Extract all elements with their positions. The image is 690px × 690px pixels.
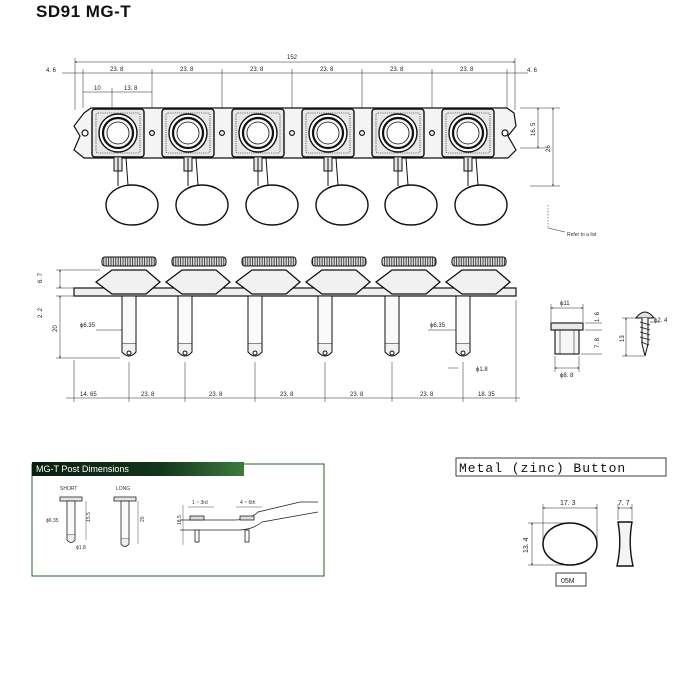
button-thickness-label: 7. 7 xyxy=(618,500,630,507)
spacing-label: 23. 8 xyxy=(320,67,334,73)
side-dimensions xyxy=(56,269,520,402)
bushing-top-label: ϕ11 xyxy=(560,301,570,307)
bottom-spacing-label: 23. 8 xyxy=(141,392,155,398)
long-label: LONG xyxy=(116,486,130,492)
bushing-h1-label: 1. 6 xyxy=(595,311,601,322)
tuner-housing xyxy=(301,108,355,172)
tuner-button xyxy=(384,184,438,226)
side-height-label: 18.5 xyxy=(177,515,183,525)
screw-labels: ϕ2. 4 13 xyxy=(620,318,668,342)
side-h3-label: 20 xyxy=(53,325,59,332)
refer-note: Refer to a list xyxy=(567,232,597,238)
side-h2-label: 2. 2 xyxy=(38,307,44,318)
bottom-spacing-label: 23. 8 xyxy=(420,392,434,398)
spacing-label: 23. 8 xyxy=(390,67,404,73)
tuner-buttons xyxy=(105,157,508,226)
page-title: SD91 MG-T xyxy=(36,2,132,21)
bottom-left-label: 14. 65 xyxy=(80,392,97,398)
tuner-housing xyxy=(371,108,425,172)
hole-label: ϕ1.8 xyxy=(476,367,488,373)
tuner-button xyxy=(315,184,369,226)
post-right-label: ϕ6.35 xyxy=(430,323,446,329)
side-tuner xyxy=(164,256,231,357)
tuner-button xyxy=(105,184,159,226)
headstock-profile xyxy=(180,501,319,545)
side-tuner xyxy=(234,256,301,357)
button-height-label: 13. 4 xyxy=(523,537,530,553)
sub-right-label: 13. 8 xyxy=(124,86,138,92)
edge-left-label: 4. 6 xyxy=(46,68,57,74)
edge-right-label: 4. 6 xyxy=(527,68,538,74)
short-height-label: 15.5 xyxy=(86,512,92,522)
side-tuner xyxy=(444,256,511,357)
side-view xyxy=(73,256,517,357)
metal-button-side xyxy=(616,504,634,567)
spacing-label: 23. 8 xyxy=(110,67,124,73)
bottom-spacing-label: 23. 8 xyxy=(209,392,223,398)
bushing-drawing xyxy=(550,304,602,372)
bushing-labels: ϕ11 1. 6 7. 8 ϕ8. 8 xyxy=(560,301,601,379)
overall-width-label: 152 xyxy=(287,55,298,61)
pos2-label: 4 ~ 6th xyxy=(240,500,256,506)
spacing-label: 23. 8 xyxy=(180,67,194,73)
tuner-button xyxy=(454,184,508,226)
screw-drawing xyxy=(622,311,660,357)
side-tuner xyxy=(374,256,441,357)
tuner-housing xyxy=(91,108,145,172)
long-height-label: 20 xyxy=(140,516,146,522)
tuner-button xyxy=(175,184,229,226)
pos1-label: 1 ~ 3rd xyxy=(192,500,208,506)
height-a-label: 16. 5 xyxy=(531,122,537,136)
bottom-spacing-label: 23. 8 xyxy=(280,392,294,398)
metal-button-section: Metal (zinc) Button 17. 3 7. 7 13. 4 05M xyxy=(455,457,667,587)
button-width-label: 17. 3 xyxy=(560,500,576,507)
bottom-spacing-label: 23. 8 xyxy=(350,392,364,398)
mg-post-panel: MG-T Post Dimensions SHORT LONG ϕ6.35 15… xyxy=(31,462,325,577)
spacing-label: 23. 8 xyxy=(250,67,264,73)
tuner-button xyxy=(245,184,299,226)
side-tuner xyxy=(94,256,161,357)
height-b-label: 26 xyxy=(546,145,552,152)
long-post xyxy=(113,496,139,547)
screw-dia-label: ϕ2. 4 xyxy=(654,318,668,324)
short-post xyxy=(59,496,87,543)
post-left-label: ϕ6.35 xyxy=(80,323,96,329)
bushing-h2-label: 7. 8 xyxy=(595,337,601,348)
short-dia-label: ϕ6.35 xyxy=(46,518,59,524)
side-tuner xyxy=(304,256,371,357)
bushing-bottom-label: ϕ8. 8 xyxy=(560,373,574,379)
screw-len-label: 13 xyxy=(620,335,626,342)
side-h1-label: 6. 7 xyxy=(38,272,44,283)
bottom-right-label: 18. 35 xyxy=(478,392,495,398)
tuner-housing xyxy=(231,108,285,172)
side-dimension-labels: 6. 7 2. 2 20 ϕ6.35 ϕ6.35 ϕ1.8 14. 65 23.… xyxy=(38,272,495,398)
button-code-label: 05M xyxy=(561,578,575,585)
tuner-housing xyxy=(441,108,495,172)
metal-button-title: Metal (zinc) Button xyxy=(459,461,626,476)
short-hole-label: ϕ1.8 xyxy=(76,545,86,551)
top-dimensions xyxy=(62,58,566,233)
metal-button-front xyxy=(528,504,598,566)
sub-left-label: 10 xyxy=(94,86,101,92)
tuner-housings xyxy=(91,108,495,172)
mg-panel-header: MG-T Post Dimensions xyxy=(36,464,129,474)
short-label: SHORT xyxy=(60,486,77,492)
top-dimension-labels: 152 4. 6 4. 6 23. 8 23. 8 23. 8 23. 8 23… xyxy=(46,55,597,238)
spacing-label: 23. 8 xyxy=(460,67,474,73)
